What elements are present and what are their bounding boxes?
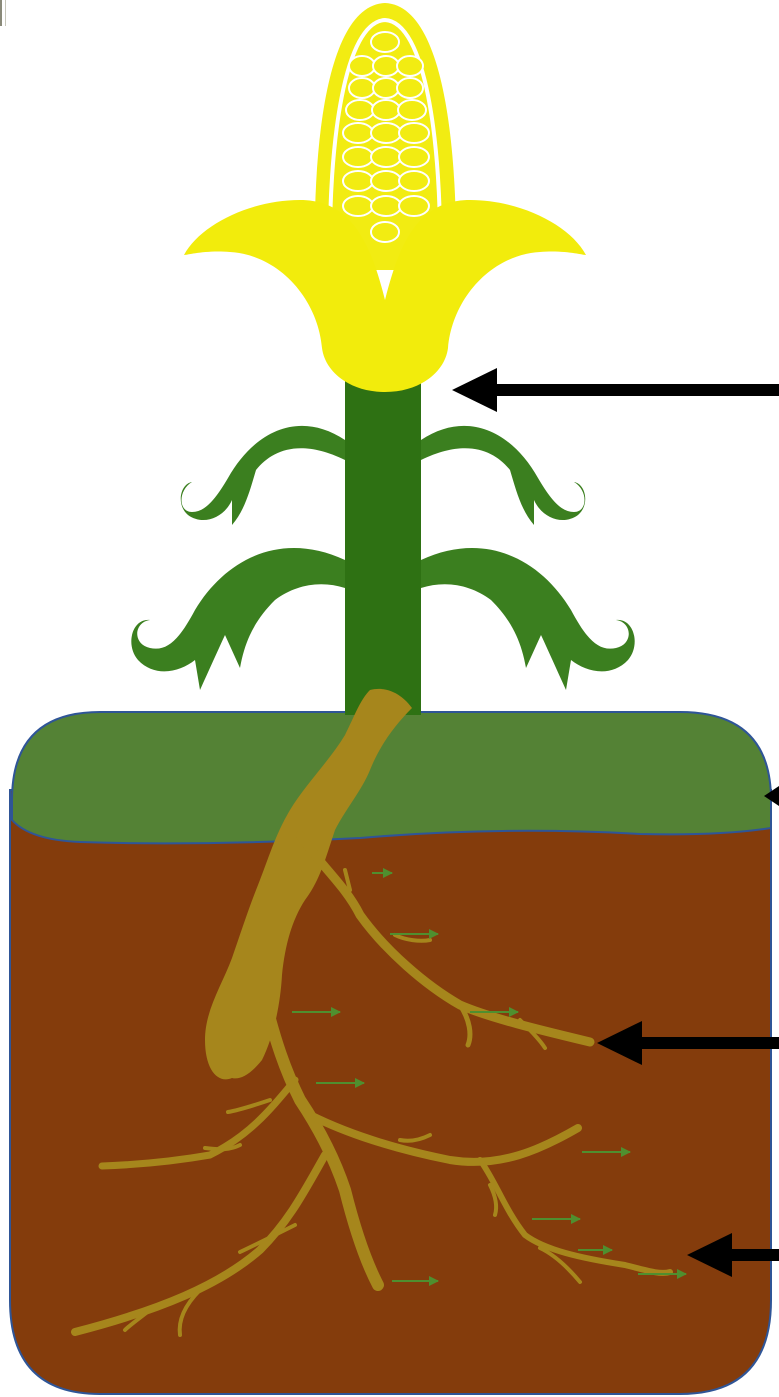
soil-block: [10, 712, 771, 1394]
leaf-upper-right: [421, 426, 585, 525]
subsoil-layer: [10, 790, 771, 1394]
topsoil-layer: [12, 712, 771, 843]
kernels: [343, 32, 429, 242]
corn-ear: [184, 3, 586, 392]
leaf-lower-right: [421, 548, 635, 690]
leaf-lower-left: [131, 548, 345, 690]
pointer-arrow-stalk: [452, 368, 779, 412]
corn-stalk: [345, 355, 421, 715]
leaf-upper-left: [181, 426, 345, 525]
